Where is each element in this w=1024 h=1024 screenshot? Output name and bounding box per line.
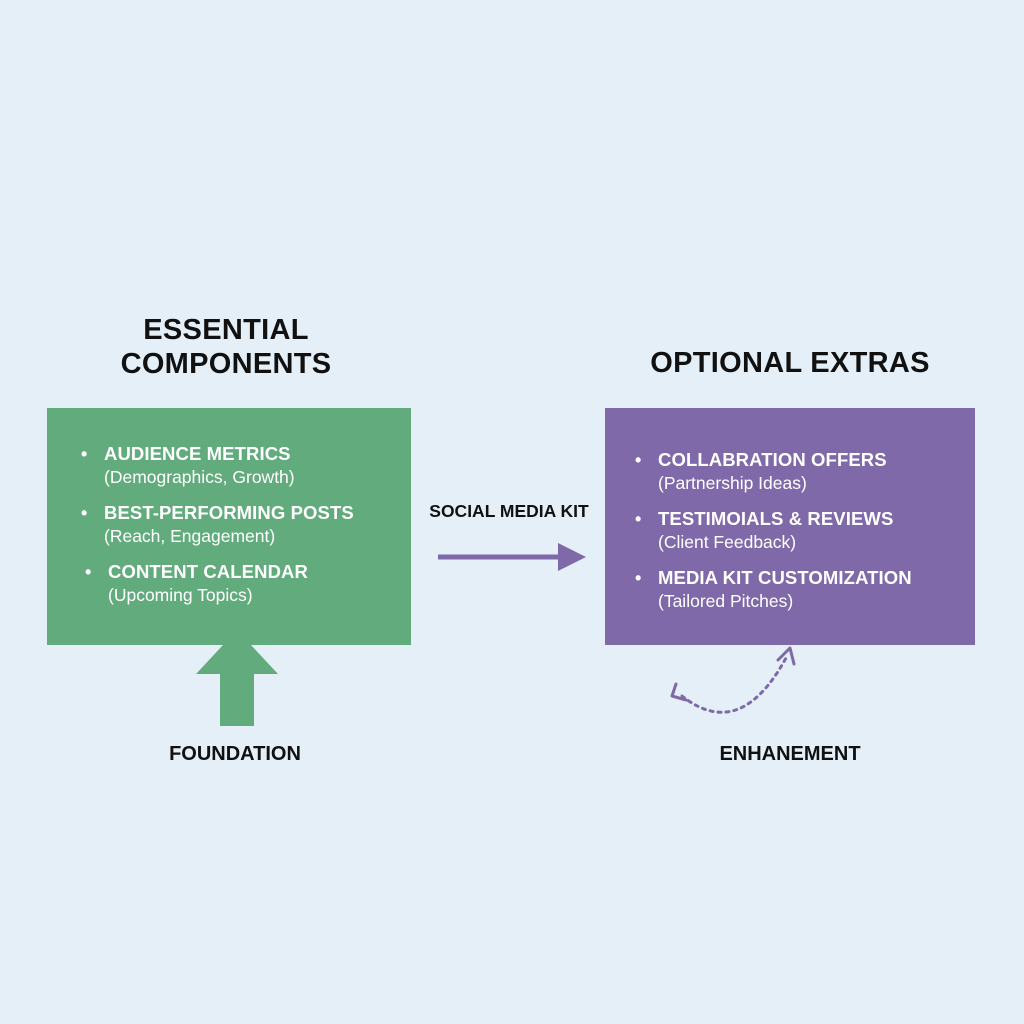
essential-items-list: • AUDIENCE METRICS (Demographics, Growth…	[79, 442, 354, 619]
essential-heading-line2: COMPONENTS	[120, 348, 332, 380]
optional-item-collaboration-offers: • COLLABRATION OFFERS (Partnership Ideas…	[633, 448, 912, 494]
optional-extras-heading: OPTIONAL EXTRAS	[650, 347, 930, 379]
optional-item-testimonials-reviews: • TESTIMOIALS & REVIEWS (Client Feedback…	[633, 507, 912, 553]
bullet-icon: •	[635, 509, 642, 529]
item-detail: (Client Feedback)	[658, 532, 797, 552]
connector-head	[558, 543, 586, 571]
bullet-icon: •	[81, 503, 88, 523]
item-title: COLLABRATION OFFERS	[658, 449, 887, 470]
optional-item-media-kit-customization: • MEDIA KIT CUSTOMIZATION (Tailored Pitc…	[633, 566, 912, 612]
item-detail: (Tailored Pitches)	[658, 591, 794, 611]
essential-item-audience-metrics: • AUDIENCE METRICS (Demographics, Growth…	[79, 442, 354, 488]
enhancement-label: ENHANEMENT	[719, 743, 861, 765]
essential-item-content-calendar: • CONTENT CALENDAR (Upcoming Topics)	[83, 560, 358, 606]
arrow-up-icon	[196, 630, 278, 726]
enhancement-curve	[680, 656, 788, 714]
social-media-kit-label: SOCIAL MEDIA KIT	[429, 501, 589, 521]
item-title: MEDIA KIT CUSTOMIZATION	[658, 567, 912, 588]
essential-components-box: • AUDIENCE METRICS (Demographics, Growth…	[47, 408, 411, 645]
foundation-arrow-shape	[196, 630, 278, 726]
bullet-icon: •	[81, 444, 88, 464]
essential-item-best-performing-posts: • BEST-PERFORMING POSTS (Reach, Engageme…	[79, 501, 354, 547]
dotted-cycle-arrow-icon	[670, 646, 796, 714]
essential-heading-line1: ESSENTIAL	[143, 314, 309, 346]
item-title: CONTENT CALENDAR	[108, 561, 308, 582]
item-title: AUDIENCE METRICS	[104, 443, 291, 464]
enhancement-head-left	[670, 682, 688, 702]
item-title: TESTIMOIALS & REVIEWS	[658, 508, 894, 529]
optional-items-list: • COLLABRATION OFFERS (Partnership Ideas…	[633, 448, 912, 625]
optional-extras-box: • COLLABRATION OFFERS (Partnership Ideas…	[605, 408, 975, 645]
bullet-icon: •	[635, 568, 642, 588]
item-title: BEST-PERFORMING POSTS	[104, 502, 354, 523]
item-detail: (Demographics, Growth)	[104, 467, 295, 487]
item-detail: (Reach, Engagement)	[104, 526, 276, 546]
item-detail: (Upcoming Topics)	[108, 585, 253, 605]
bullet-icon: •	[85, 562, 92, 582]
essential-components-heading: ESSENTIAL COMPONENTS	[96, 313, 356, 381]
foundation-label: FOUNDATION	[169, 743, 301, 765]
bullet-icon: •	[635, 450, 642, 470]
arrow-right-icon	[438, 543, 586, 571]
enhancement-head-top	[776, 646, 796, 666]
item-detail: (Partnership Ideas)	[658, 473, 807, 493]
